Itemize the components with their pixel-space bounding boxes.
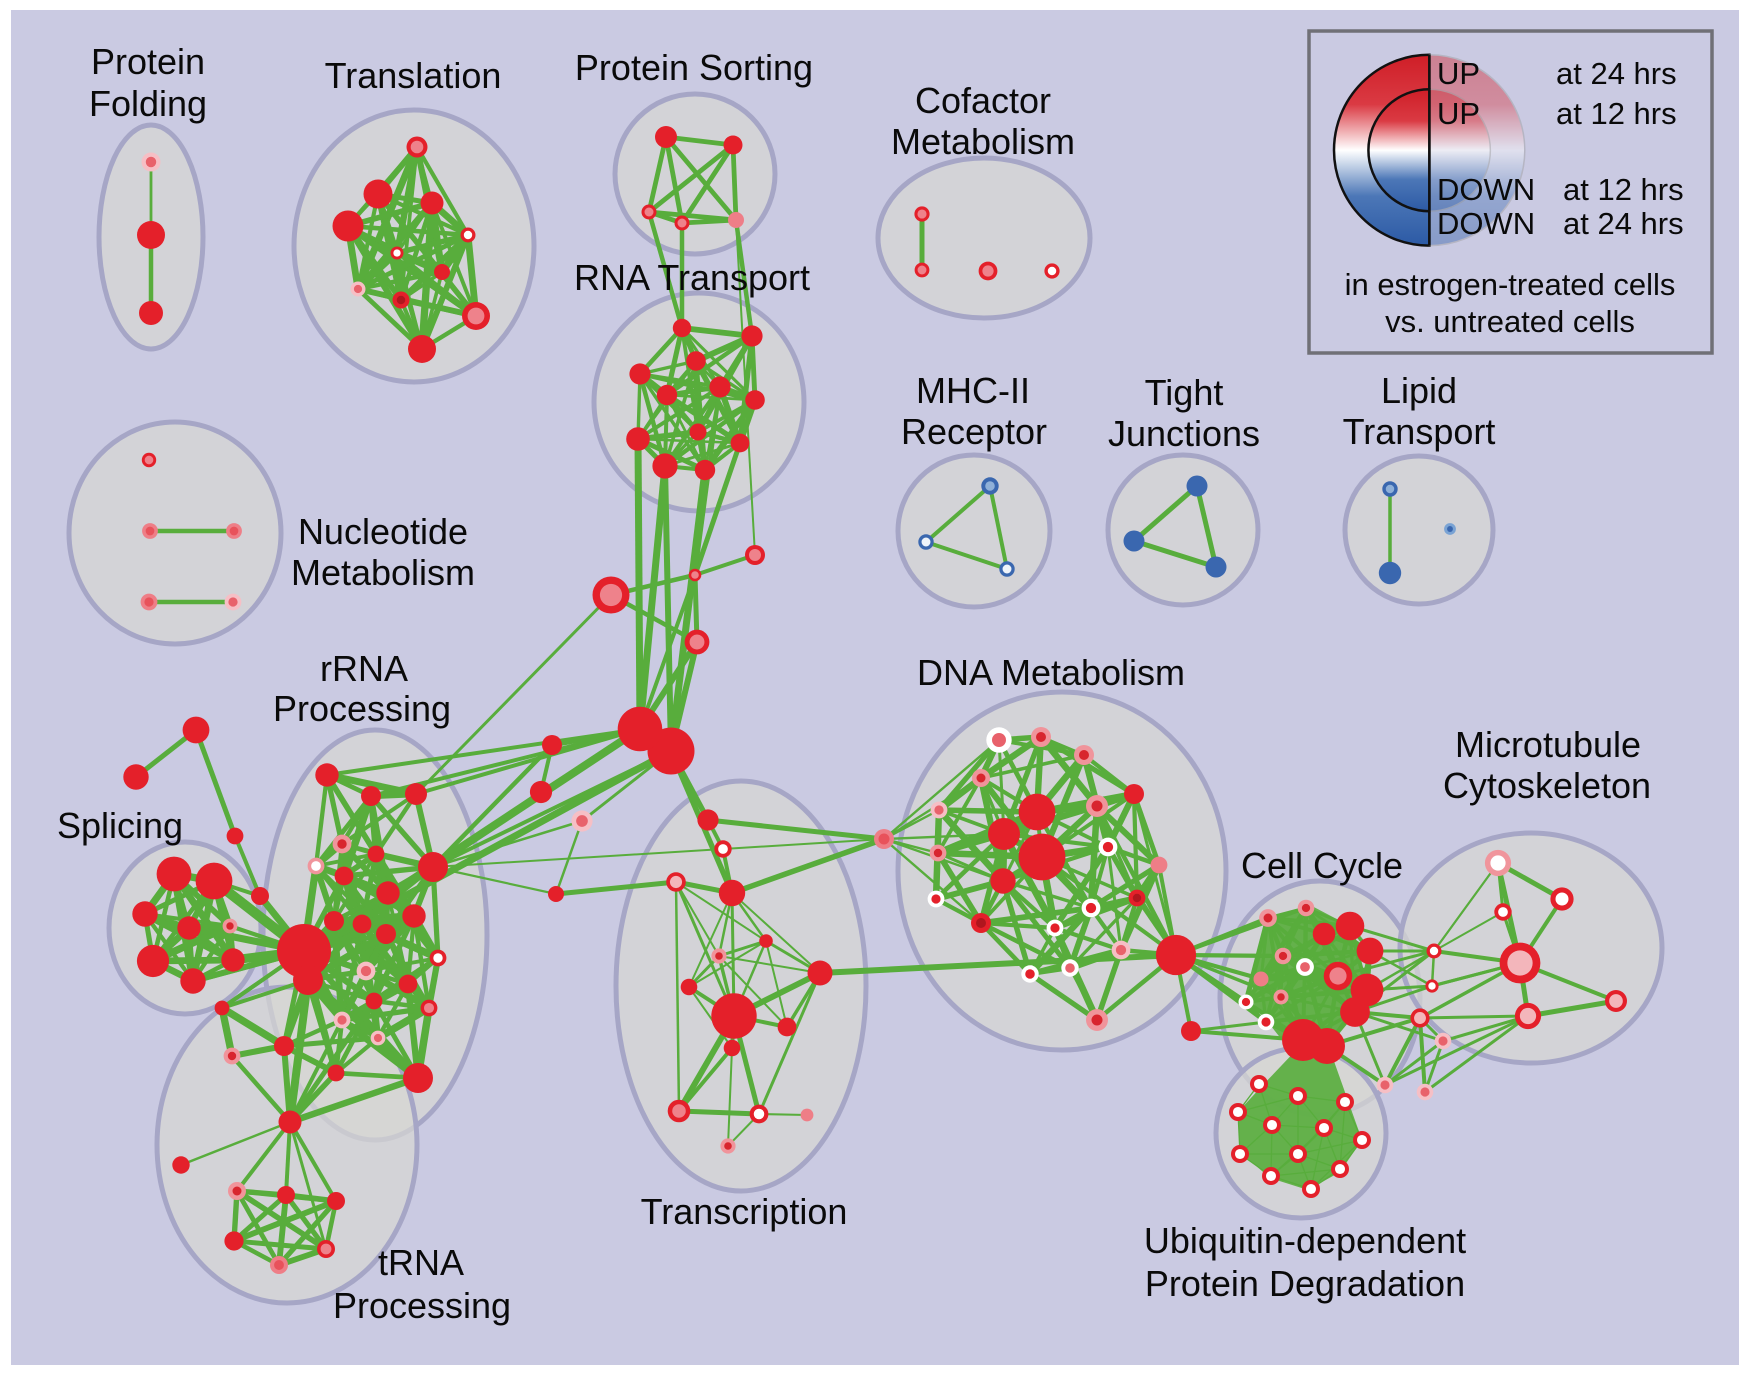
svg-text:Processing: Processing [273,688,451,729]
svg-text:at 24 hrs: at 24 hrs [1556,56,1677,91]
svg-text:vs. untreated cells: vs. untreated cells [1385,304,1635,339]
svg-text:at 12 hrs: at 12 hrs [1556,96,1677,131]
svg-text:MHC-II: MHC-II [916,370,1030,411]
svg-text:Lipid: Lipid [1381,370,1457,411]
svg-text:Receptor: Receptor [901,411,1047,452]
svg-text:Protein: Protein [91,41,205,82]
svg-text:Metabolism: Metabolism [891,121,1075,162]
svg-text:rRNA: rRNA [320,648,408,689]
svg-text:tRNA: tRNA [378,1242,464,1283]
svg-text:Tight: Tight [1145,372,1224,413]
svg-text:Processing: Processing [333,1285,511,1326]
svg-text:at 24 hrs: at 24 hrs [1563,206,1684,241]
svg-text:Ubiquitin-dependent: Ubiquitin-dependent [1144,1220,1466,1261]
svg-text:DNA Metabolism: DNA Metabolism [917,652,1185,693]
svg-text:UP: UP [1437,56,1480,91]
svg-text:Junctions: Junctions [1108,413,1260,454]
svg-text:Protein Degradation: Protein Degradation [1145,1263,1465,1304]
svg-text:Translation: Translation [325,55,502,96]
svg-text:RNA Transport: RNA Transport [574,257,810,298]
svg-text:Transcription: Transcription [641,1191,848,1232]
svg-text:Folding: Folding [89,83,207,124]
svg-text:Transport: Transport [1343,411,1496,452]
svg-text:Cytoskeleton: Cytoskeleton [1443,765,1651,806]
svg-text:Metabolism: Metabolism [291,552,475,593]
svg-text:Nucleotide: Nucleotide [298,511,468,552]
svg-text:Protein Sorting: Protein Sorting [575,47,813,88]
svg-text:DOWN: DOWN [1437,172,1535,207]
svg-text:Cofactor: Cofactor [915,80,1051,121]
svg-text:Microtubule: Microtubule [1455,724,1641,765]
svg-text:Splicing: Splicing [57,805,183,846]
svg-text:in estrogen-treated cells: in estrogen-treated cells [1345,267,1676,302]
svg-text:DOWN: DOWN [1437,206,1535,241]
svg-text:UP: UP [1437,96,1480,131]
svg-text:at 12 hrs: at 12 hrs [1563,172,1684,207]
svg-text:Cell Cycle: Cell Cycle [1241,845,1403,886]
